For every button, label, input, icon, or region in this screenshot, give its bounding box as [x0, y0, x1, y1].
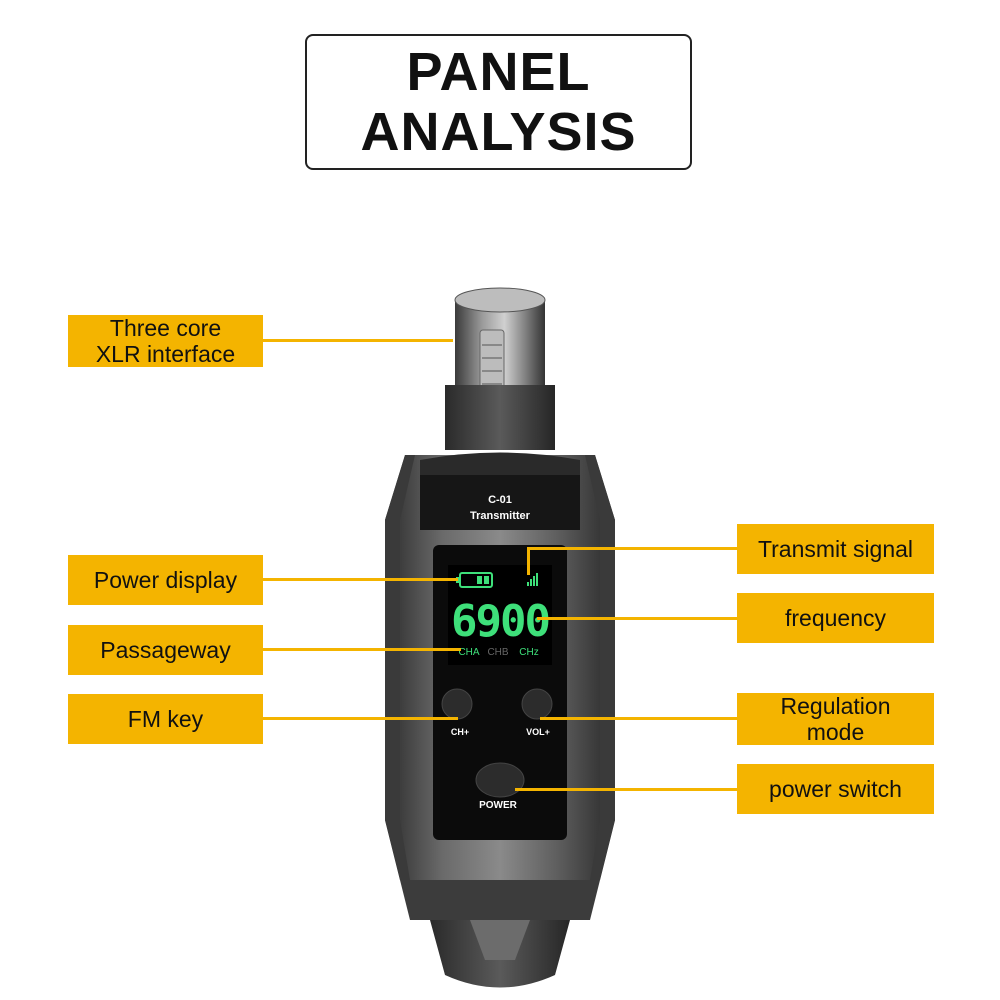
leader-xlr: [263, 339, 453, 342]
label-regulation-line-1: Regulation: [780, 693, 891, 719]
leader-transmit-signal-drop: [527, 547, 530, 575]
label-passageway-text: Passageway: [100, 637, 231, 663]
channel-unit-label: CHz: [519, 647, 538, 658]
label-power-display: Power display: [68, 555, 263, 605]
power-label: POWER: [479, 800, 518, 811]
leader-power-switch: [515, 788, 737, 791]
leader-transmit-signal: [527, 547, 737, 550]
label-frequency-text: frequency: [784, 605, 886, 631]
leader-frequency: [537, 617, 737, 620]
leader-passageway: [263, 648, 461, 651]
xlr-connector: [445, 287, 555, 450]
leader-fm-key: [263, 717, 458, 720]
label-regulation-mode: Regulation mode: [737, 693, 934, 745]
label-power-display-text: Power display: [93, 567, 238, 593]
label-power-switch: power switch: [737, 764, 934, 814]
vol-plus-label: VOL+: [526, 727, 550, 737]
label-transmit-signal-text: Transmit signal: [757, 536, 914, 562]
channel-b-label: CHB: [487, 647, 508, 658]
label-transmit-signal: Transmit signal: [737, 524, 934, 574]
label-passageway: Passageway: [68, 625, 263, 675]
signal-icon: [527, 573, 538, 586]
device-name: Transmitter: [470, 510, 531, 522]
device-model: C-01: [488, 494, 512, 506]
label-frequency: frequency: [737, 593, 934, 643]
frequency-readout: 6900: [451, 596, 549, 647]
ch-plus-label: CH+: [451, 727, 469, 737]
leader-regulation-mode: [540, 717, 737, 720]
power-button[interactable]: [475, 762, 525, 798]
label-xlr-interface: Three core XLR interface: [68, 315, 263, 367]
label-fm-key-text: FM key: [127, 706, 204, 732]
device-bottom: [400, 880, 600, 988]
battery-icon: [456, 572, 493, 588]
title-box: PANEL ANALYSIS: [305, 34, 692, 170]
device-body: [385, 452, 615, 880]
label-fm-key: FM key: [68, 694, 263, 744]
label-power-switch-text: power switch: [769, 776, 902, 802]
label-regulation-line-2: mode: [806, 719, 865, 745]
channel-a-label: CHA: [458, 647, 479, 658]
vol-plus-button[interactable]: [521, 688, 553, 720]
title-line-2: ANALYSIS: [360, 102, 637, 162]
label-xlr-line-1: Three core: [109, 315, 222, 341]
leader-power-display: [263, 578, 458, 581]
ch-plus-button[interactable]: [441, 688, 473, 720]
title-line-1: PANEL: [406, 42, 591, 102]
label-xlr-line-2: XLR interface: [95, 341, 236, 367]
